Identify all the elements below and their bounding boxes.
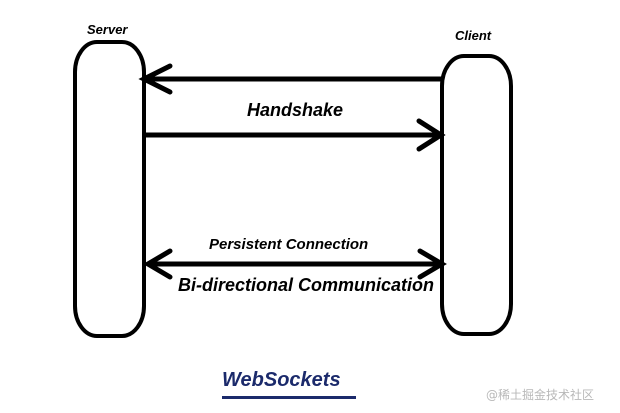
title-underline <box>222 396 356 399</box>
handshake-request-arrow <box>138 63 444 95</box>
diagram-title: WebSockets <box>222 369 341 391</box>
client-lifeline <box>440 54 513 336</box>
watermark: @稀土掘金技术社区 <box>486 388 595 402</box>
server-lifeline <box>73 40 146 338</box>
handshake-label: Handshake <box>247 100 344 120</box>
persistent-connection-label: Persistent Connection <box>209 236 369 253</box>
server-label: Server <box>87 22 128 37</box>
client-label: Client <box>455 28 492 43</box>
bidirectional-communication-label: Bi-directional Communication <box>178 275 435 295</box>
bidirectional-arrow <box>143 248 447 280</box>
handshake-response-arrow <box>144 118 446 152</box>
